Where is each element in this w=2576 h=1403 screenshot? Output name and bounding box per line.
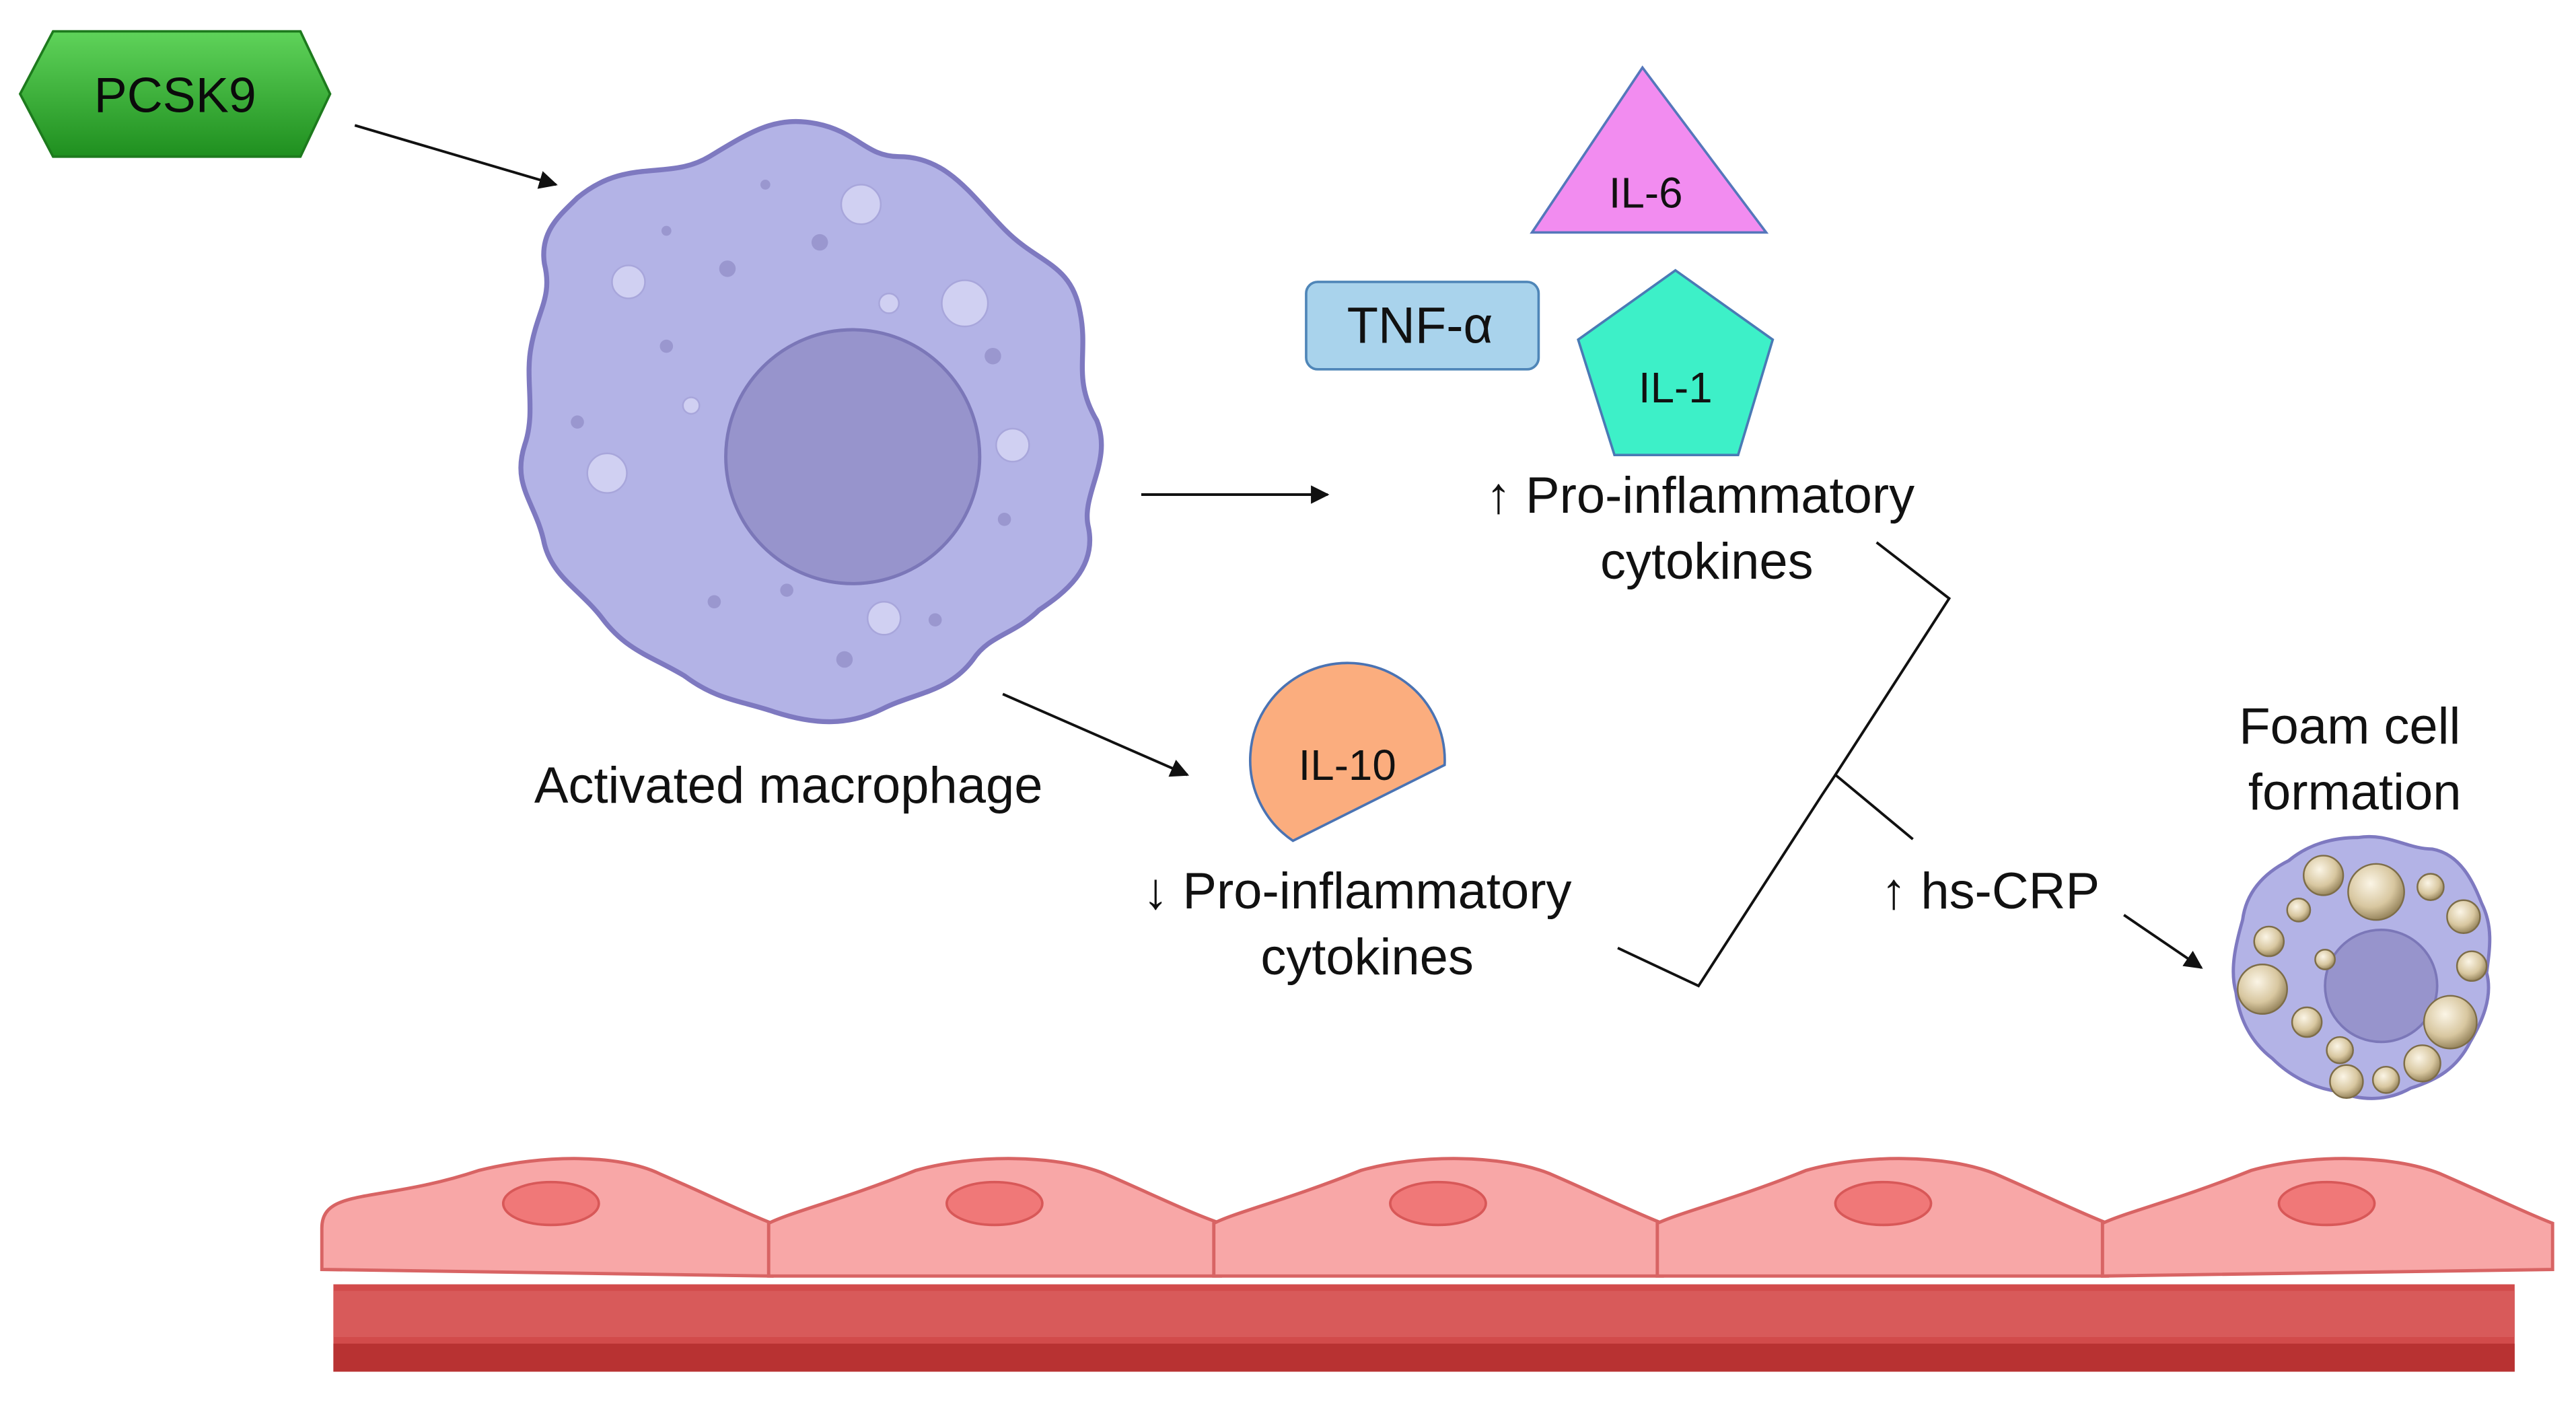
tnfa-label: TNF-α: [1347, 297, 1493, 355]
down-cytokines-line2: cytokines: [1260, 929, 1474, 986]
il10-node: IL-10: [1249, 661, 1446, 842]
arrow-pcsk9-to-macrophage: [354, 124, 558, 189]
il1-pentagon-icon: [1577, 268, 1775, 457]
endothelial-cell: [1655, 1157, 2110, 1278]
tnfa-node: TNF-α: [1305, 281, 1540, 371]
down-proinflammatory-cytokines: ↓ Pro-inflammatory cytokines: [1143, 863, 1571, 986]
pcsk9-label: PCSK9: [94, 67, 256, 123]
up-cytokines-line2: cytokines: [1600, 533, 1814, 590]
foam-cell-lipid-droplets: [2237, 855, 2488, 1099]
bracket-cytokines-to-hscrp: [1617, 541, 1952, 988]
pcsk9-node: PCSK9: [18, 30, 332, 158]
tnfa-box-icon: [1305, 281, 1540, 371]
il1-label: IL-1: [1639, 364, 1713, 412]
arrow-hscrp-to-foam-cell: [2123, 914, 2203, 969]
macrophage-label: Activated macrophage: [534, 757, 1043, 814]
il1-node: IL-1: [1577, 268, 1775, 457]
endothelial-cell: [2100, 1157, 2554, 1278]
il10-half-circle-icon: [1249, 661, 1446, 842]
down-cytokines-line1: ↓ Pro-inflammatory: [1143, 863, 1571, 920]
il6-label: IL-6: [1609, 170, 1683, 217]
vessel-wall-highlight: [333, 1291, 2515, 1337]
macrophage-granules: [571, 180, 1011, 668]
endothelial-cell: [320, 1157, 774, 1278]
macrophage-node: Activated macrophage: [518, 119, 1104, 814]
il6-triangle-icon: [1530, 65, 1769, 234]
foam-cell-node: Foam cell formation: [2231, 698, 2492, 1100]
endothelial-layer: [320, 1157, 2554, 1372]
up-proinflammatory-cytokines: ↑ Pro-inflammatory cytokines: [1486, 467, 1915, 590]
arrow-macrophage-to-il10: [1002, 692, 1190, 777]
macrophage-nucleus: [724, 328, 982, 585]
foam-cell-label-line2: formation: [2248, 764, 2462, 821]
endothelial-cell: [1212, 1157, 1664, 1278]
il6-node: IL-6: [1530, 65, 1769, 234]
foam-cell-nucleus: [2324, 928, 2439, 1044]
pcsk9-hexagon-icon: [18, 30, 332, 158]
il10-label: IL-10: [1299, 742, 1396, 789]
endothelial-cell: [766, 1157, 1222, 1278]
foam-cell-label-line1: Foam cell: [2239, 698, 2460, 755]
hscrp-label: ↑ hs-CRP: [1881, 863, 2100, 920]
up-cytokines-line1: ↑ Pro-inflammatory: [1486, 467, 1915, 524]
macrophage-vesicles: [586, 184, 1030, 636]
vessel-wall-shadow: [333, 1343, 2515, 1372]
